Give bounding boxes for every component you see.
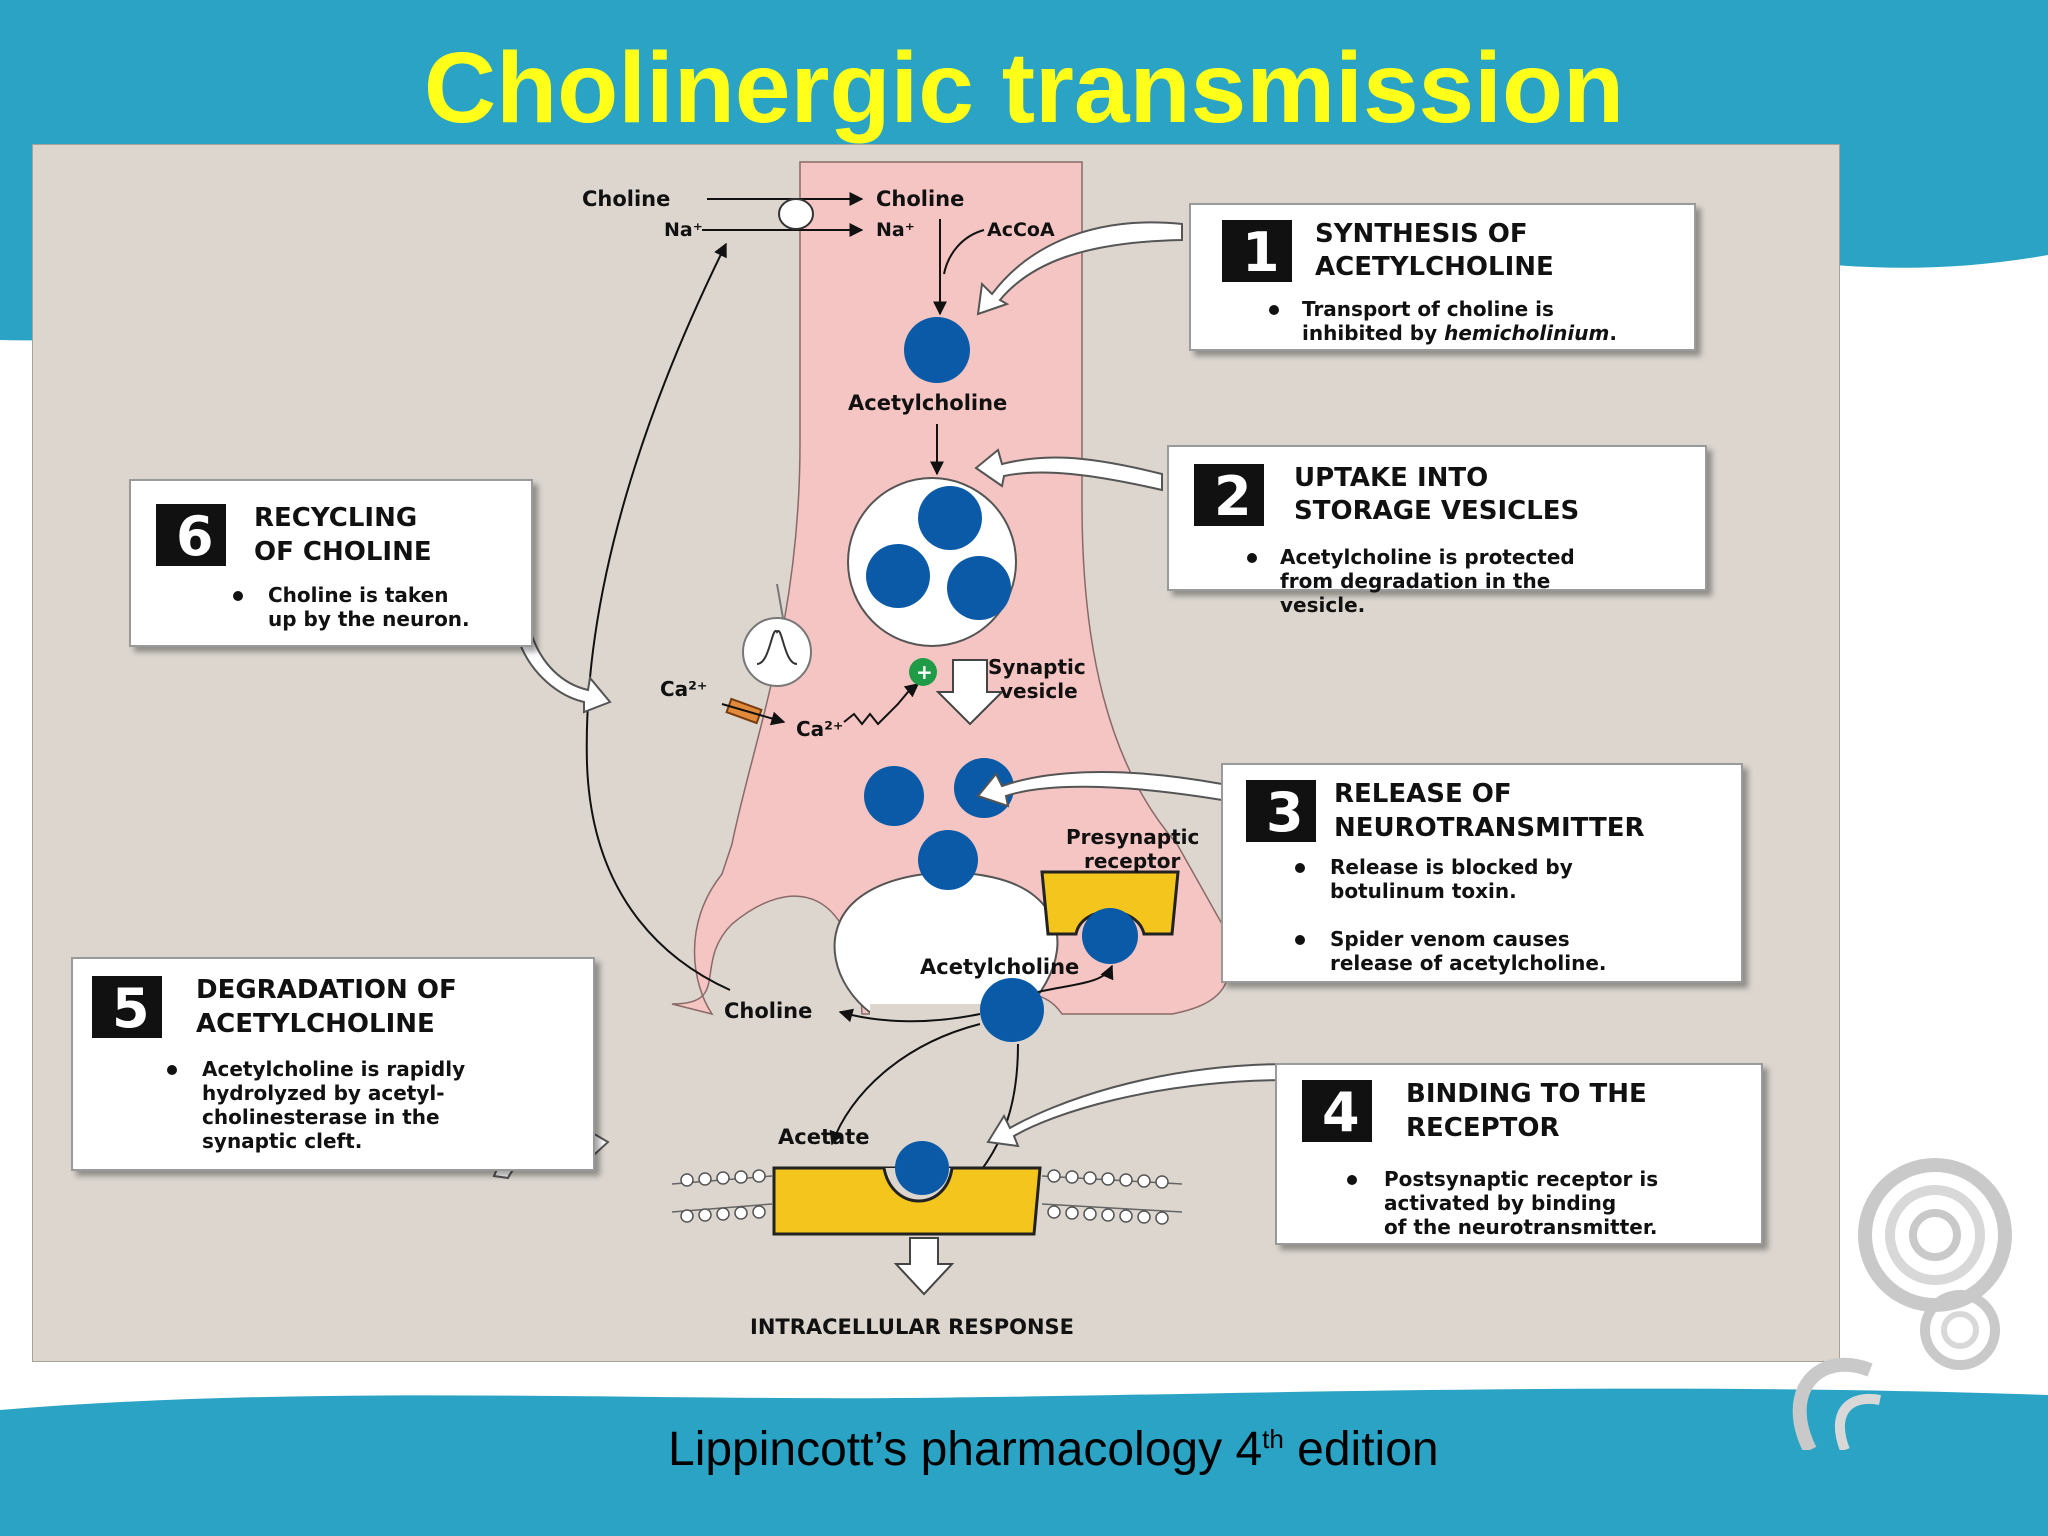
step-1-box: 1 SYNTHESIS OF ACETYLCHOLINE Transport o… [1189,203,1696,351]
step-3-head2: NEUROTRANSMITTER [1334,813,1645,843]
step-5-b1l4: synaptic cleft. [202,1129,362,1153]
step-2-b1l1: Acetylcholine is protected [1280,545,1575,569]
label-presynaptic-1: Presynaptic [1066,825,1199,849]
step-4-b1l2: activated by binding [1384,1191,1616,1215]
step-6-box: 6 RECYCLING OF CHOLINE Choline is taken … [129,479,533,647]
label-accoa: AcCoA [987,219,1055,241]
source-caption: Lippincott’s pharmacology 4th edition [668,1422,1439,1477]
svg-text:inhibited by hemicholinium.: inhibited by hemicholinium. [1302,321,1617,345]
label-ca-out: Ca²⁺ [660,677,708,701]
step-3-b1l1: Release is blocked by [1330,855,1573,879]
label-presynaptic-2: receptor [1084,849,1180,873]
step-4-head1: BINDING TO THE [1406,1079,1647,1109]
recycling-arrow [585,242,731,991]
label-acetylcholine-top: Acetylcholine [848,391,1007,415]
label-acetate: Acetate [778,1125,869,1149]
step-2-head2: STORAGE VESICLES [1294,496,1579,526]
label-na-in: Na⁺ [876,219,915,241]
response-arrow-icon [893,1237,955,1296]
step-1-b1l1: Transport of choline is [1302,297,1554,321]
slide-title: Cholinergic transmission [423,32,1625,144]
step-2-box: 2 UPTAKE INTO STORAGE VESICLES Acetylcho… [1167,445,1707,617]
step-1-number: 1 [1242,221,1280,284]
step-4-head2: RECEPTOR [1406,1113,1560,1143]
postsynaptic-membrane [671,1169,1183,1225]
caption-suffix: edition [1283,1423,1439,1476]
step-3-box: 3 RELEASE OF NEUROTRANSMITTER Release is… [1221,763,1743,983]
step-4-box: 4 BINDING TO THE RECEPTOR Postsynaptic r… [1275,1063,1763,1245]
step-3-b2l2: release of acetylcholine. [1330,951,1607,975]
step-5-head1: DEGRADATION OF [196,975,457,1005]
label-acetylcholine-cleft: Acetylcholine [920,955,1079,979]
step-6-head2: OF CHOLINE [254,537,432,567]
decorative-swirl-icon [1792,1158,2012,1450]
acetylcholine-in-cleft [980,978,1044,1042]
step-6-b1l2: up by the neuron. [268,607,470,631]
step-2-head1: UPTAKE INTO [1294,463,1488,493]
step-2-number: 2 [1214,465,1252,528]
step-4-b1l1: Postsynaptic receptor is [1384,1167,1658,1191]
step-5-b1l1: Acetylcholine is rapidly [202,1057,465,1081]
label-choline-in: Choline [876,187,964,211]
step-1-b1l2b: hemicholinium [1444,321,1609,345]
caption-text: Lippincott’s pharmacology 4 [668,1423,1263,1476]
step-6-head1: RECYCLING [254,503,417,533]
step-5-b1l2: hydrolyzed by acetyl- [202,1081,445,1105]
step-1-b1l2c: . [1609,321,1617,345]
label-synaptic-vesicle-2: vesicle [1000,679,1078,703]
step-5-box: 5 DEGRADATION OF ACETYLCHOLINE Acetylcho… [71,957,595,1171]
step-2-b1l3: vesicle. [1280,593,1365,617]
step-3-head1: RELEASE OF [1334,779,1512,809]
step-2-b1l2: from degradation in the [1280,569,1550,593]
plus-icon [909,658,937,686]
label-choline-out: Choline [582,187,670,211]
step-6-b1l1: Choline is taken [268,583,448,607]
step-4-number: 4 [1322,1081,1360,1144]
step-5-b1l3: cholinesterase in the [202,1105,440,1129]
label-synaptic-vesicle-1: Synaptic [988,655,1086,679]
choline-transporter [778,198,814,230]
svg-text:+: + [916,660,933,684]
step-1-b1l2a: inhibited by [1302,321,1444,345]
caption-sup: th [1262,1424,1284,1454]
label-na-out: Na⁺ [664,219,703,241]
cholinergic-diagram: Choline Na⁺ Choline Na⁺ AcCoA Acetylchol… [32,144,1840,1362]
step-4-b1l3: of the neurotransmitter. [1384,1215,1657,1239]
callout-arrows [492,221,1293,1180]
step-3-number: 3 [1266,781,1304,844]
label-ca-in: Ca²⁺ [796,717,844,741]
step-5-head2: ACETYLCHOLINE [196,1009,435,1039]
label-choline-cleft: Choline [724,999,812,1023]
step-3-b2l1: Spider venom causes [1330,927,1570,951]
acetylcholine-molecule [904,317,970,383]
step-5-number: 5 [112,977,150,1040]
step-3-b1l2: botulinum toxin. [1330,879,1517,903]
release-arrow-icon [935,659,1005,726]
step-1-head1: SYNTHESIS OF [1315,219,1528,249]
step-1-head2: ACETYLCHOLINE [1315,252,1554,282]
step-6-number: 6 [176,505,214,568]
action-potential-icon [742,617,812,687]
label-intracellular: INTRACELLULAR RESPONSE [750,1315,1074,1339]
